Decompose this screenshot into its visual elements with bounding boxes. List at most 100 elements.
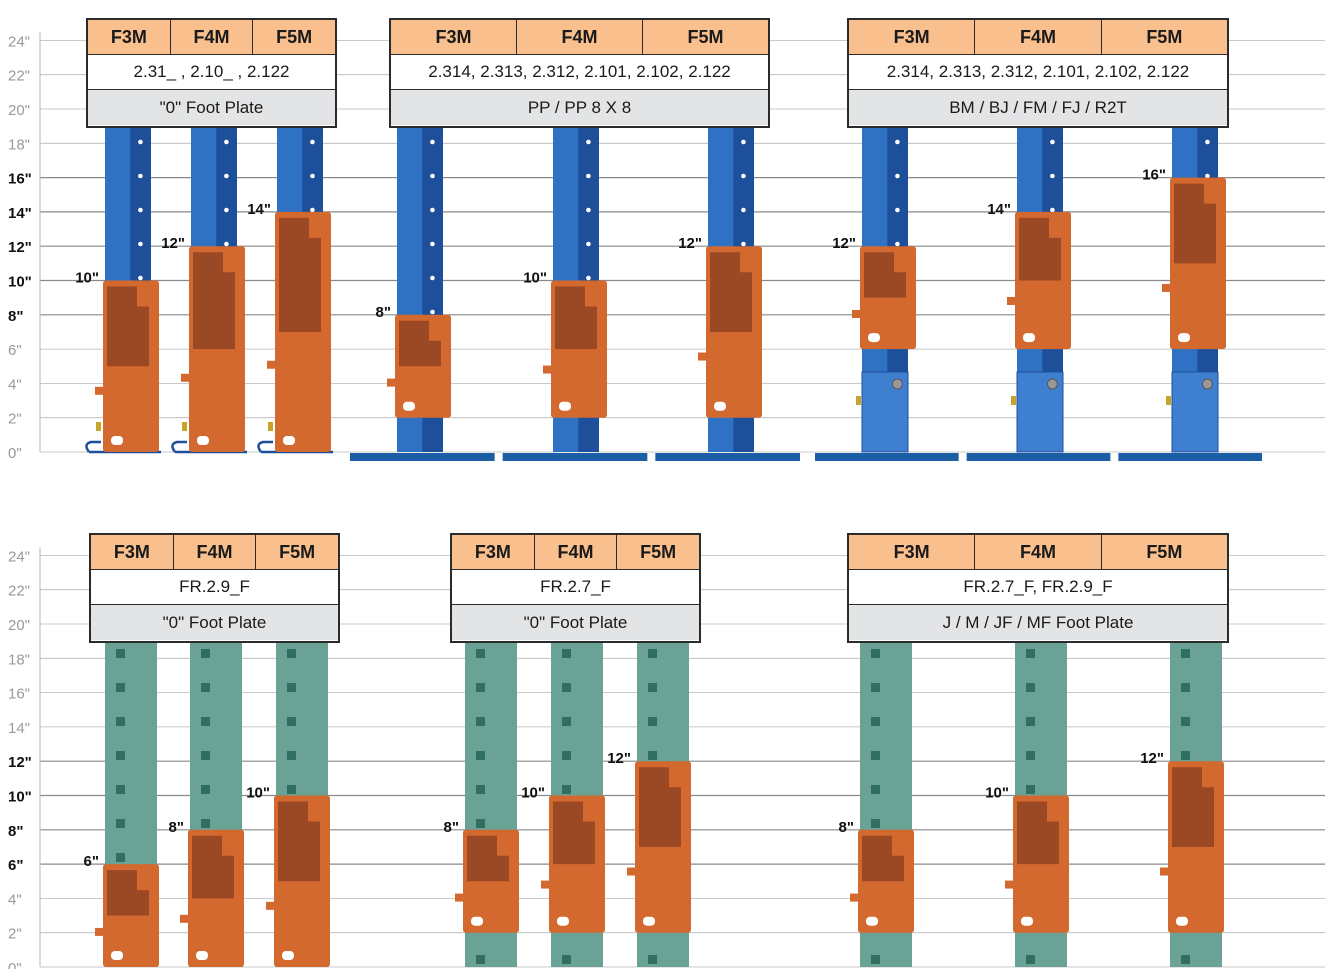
upright-slot bbox=[562, 649, 571, 658]
upright-hole bbox=[1050, 173, 1055, 179]
hook-foot bbox=[257, 440, 273, 453]
upright-hole bbox=[430, 309, 435, 315]
upright-hole bbox=[310, 173, 315, 179]
foot-plate-type: "0" Foot Plate bbox=[88, 90, 335, 125]
model-label: F4M bbox=[975, 534, 1102, 570]
model-label: F3M bbox=[452, 534, 535, 570]
upright-hole bbox=[224, 241, 229, 247]
guard-group: 12"14"16" bbox=[815, 128, 1262, 461]
model-label: F4M bbox=[174, 534, 257, 570]
part-codes: 2.31_ , 2.10_ , 2.122 bbox=[88, 55, 335, 90]
upright-slot bbox=[116, 717, 125, 726]
upright-hole bbox=[138, 275, 143, 281]
upright-slot bbox=[562, 955, 571, 964]
guard-slot bbox=[196, 951, 208, 960]
upright-slot bbox=[476, 717, 485, 726]
upright-hole bbox=[1050, 139, 1055, 145]
upright-slot bbox=[201, 751, 210, 760]
anchor-bolt bbox=[96, 422, 101, 431]
foot-plate-type: PP / PP 8 X 8 bbox=[391, 90, 768, 125]
guard-height-label: 8" bbox=[444, 819, 459, 836]
anchor-bolt bbox=[1011, 396, 1016, 405]
upright-slot bbox=[871, 751, 880, 760]
tick-label: 16" bbox=[8, 171, 32, 188]
part-codes: 2.314, 2.313, 2.312, 2.101, 2.102, 2.122 bbox=[849, 55, 1227, 90]
upright-slot bbox=[1181, 955, 1190, 964]
upright-hole bbox=[741, 139, 746, 145]
model-label: F5M bbox=[1146, 541, 1183, 562]
guard-slot bbox=[1176, 916, 1188, 926]
guard-recess bbox=[278, 801, 320, 882]
guard-height-label: 8" bbox=[376, 304, 391, 321]
upright-slot bbox=[648, 683, 657, 692]
guard-group: 8"10"12" bbox=[839, 643, 1224, 967]
tick-label: 6" bbox=[8, 857, 23, 874]
guard-slot bbox=[557, 916, 569, 926]
upright-hole bbox=[224, 139, 229, 145]
tick-label: 20" bbox=[8, 102, 30, 119]
tick-label: 6" bbox=[8, 342, 22, 359]
foot-plate-type: "0" Foot Plate bbox=[91, 605, 338, 640]
group-header-p1-g2: F3M F4M F5M 2.314, 2.313, 2.312, 2.101, … bbox=[389, 18, 770, 128]
guard-recess bbox=[710, 252, 752, 332]
base-plate bbox=[502, 453, 648, 461]
guard-slot bbox=[714, 401, 726, 411]
model-row: F3M F4M F5M bbox=[452, 534, 699, 570]
upright-slot bbox=[116, 819, 125, 828]
guard-bolt bbox=[267, 360, 275, 369]
part-codes: FR.2.7_F, FR.2.9_F bbox=[849, 570, 1227, 605]
upright-slot bbox=[871, 955, 880, 964]
tick-label: 24" bbox=[8, 33, 30, 50]
upright-slot bbox=[287, 751, 296, 760]
tick-label: 18" bbox=[8, 651, 30, 668]
guard-slot bbox=[111, 951, 123, 960]
model-label: F3M bbox=[88, 19, 171, 55]
guard-slot bbox=[197, 436, 209, 445]
upright-hole bbox=[310, 207, 315, 213]
upright-slot bbox=[116, 751, 125, 760]
model-label: F4M bbox=[535, 534, 618, 570]
upright-hole bbox=[741, 207, 746, 213]
upright-slot bbox=[1181, 649, 1190, 658]
guard-slot bbox=[283, 436, 295, 445]
upright-slot bbox=[116, 683, 125, 692]
upright-slot bbox=[648, 955, 657, 964]
model-label: F5M bbox=[276, 26, 313, 47]
anchor-bolt bbox=[182, 422, 187, 431]
guard-height-label: 8" bbox=[839, 819, 854, 836]
guard-slot bbox=[282, 951, 294, 960]
guard-height-label: 12" bbox=[678, 235, 702, 252]
tick-label: 12" bbox=[8, 754, 32, 771]
model-row: F3M F4M F5M bbox=[849, 19, 1227, 55]
tick-label: 18" bbox=[8, 136, 30, 153]
tick-label: 20" bbox=[8, 617, 30, 634]
upright-slot bbox=[287, 785, 296, 794]
upright-slot bbox=[871, 717, 880, 726]
guard-bolt bbox=[627, 867, 635, 876]
model-row: F3M F4M F5M bbox=[391, 19, 768, 55]
guard-slot bbox=[559, 401, 571, 411]
upright-slot bbox=[871, 649, 880, 658]
guard-height-label: 6" bbox=[84, 853, 99, 870]
upright-hole bbox=[895, 173, 900, 179]
upright-slot bbox=[648, 649, 657, 658]
guard-bolt bbox=[387, 378, 395, 387]
guard-bolt bbox=[95, 386, 103, 395]
model-row: F3M F4M F5M bbox=[91, 534, 338, 570]
guard-bolt bbox=[543, 365, 551, 374]
upright-slot bbox=[201, 717, 210, 726]
guard-recess bbox=[193, 252, 235, 350]
guard-height-label: 12" bbox=[161, 235, 185, 252]
upright-slot bbox=[476, 751, 485, 760]
guard-height-label: 10" bbox=[246, 785, 270, 802]
guard-height-label: 12" bbox=[607, 750, 631, 767]
upright-slot bbox=[116, 785, 125, 794]
guard-recess bbox=[1017, 801, 1059, 865]
guard-recess bbox=[864, 252, 906, 298]
upright-hole bbox=[586, 207, 591, 213]
base-plate bbox=[966, 453, 1111, 461]
tick-label: 8" bbox=[8, 823, 23, 840]
upright-hole bbox=[224, 207, 229, 213]
